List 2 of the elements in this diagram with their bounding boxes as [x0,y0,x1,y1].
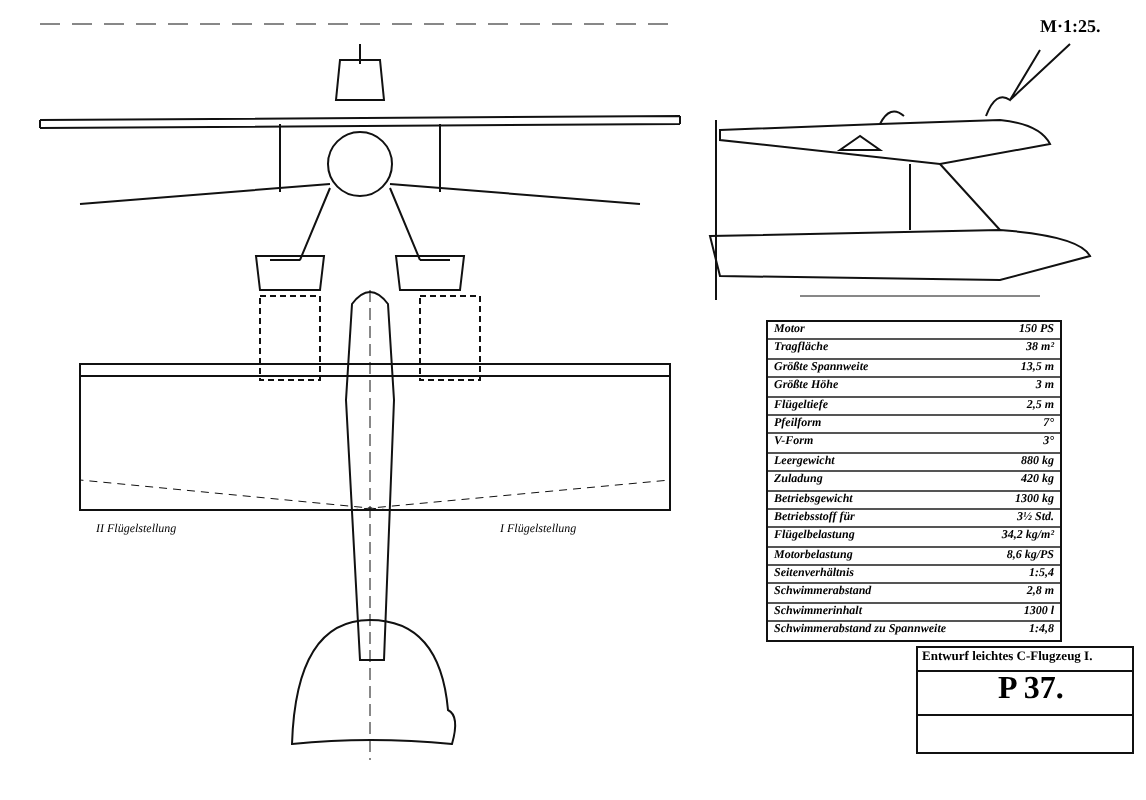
drawing-number: P 37. [998,672,1064,708]
scale-label: M·1:25. [1040,16,1101,36]
